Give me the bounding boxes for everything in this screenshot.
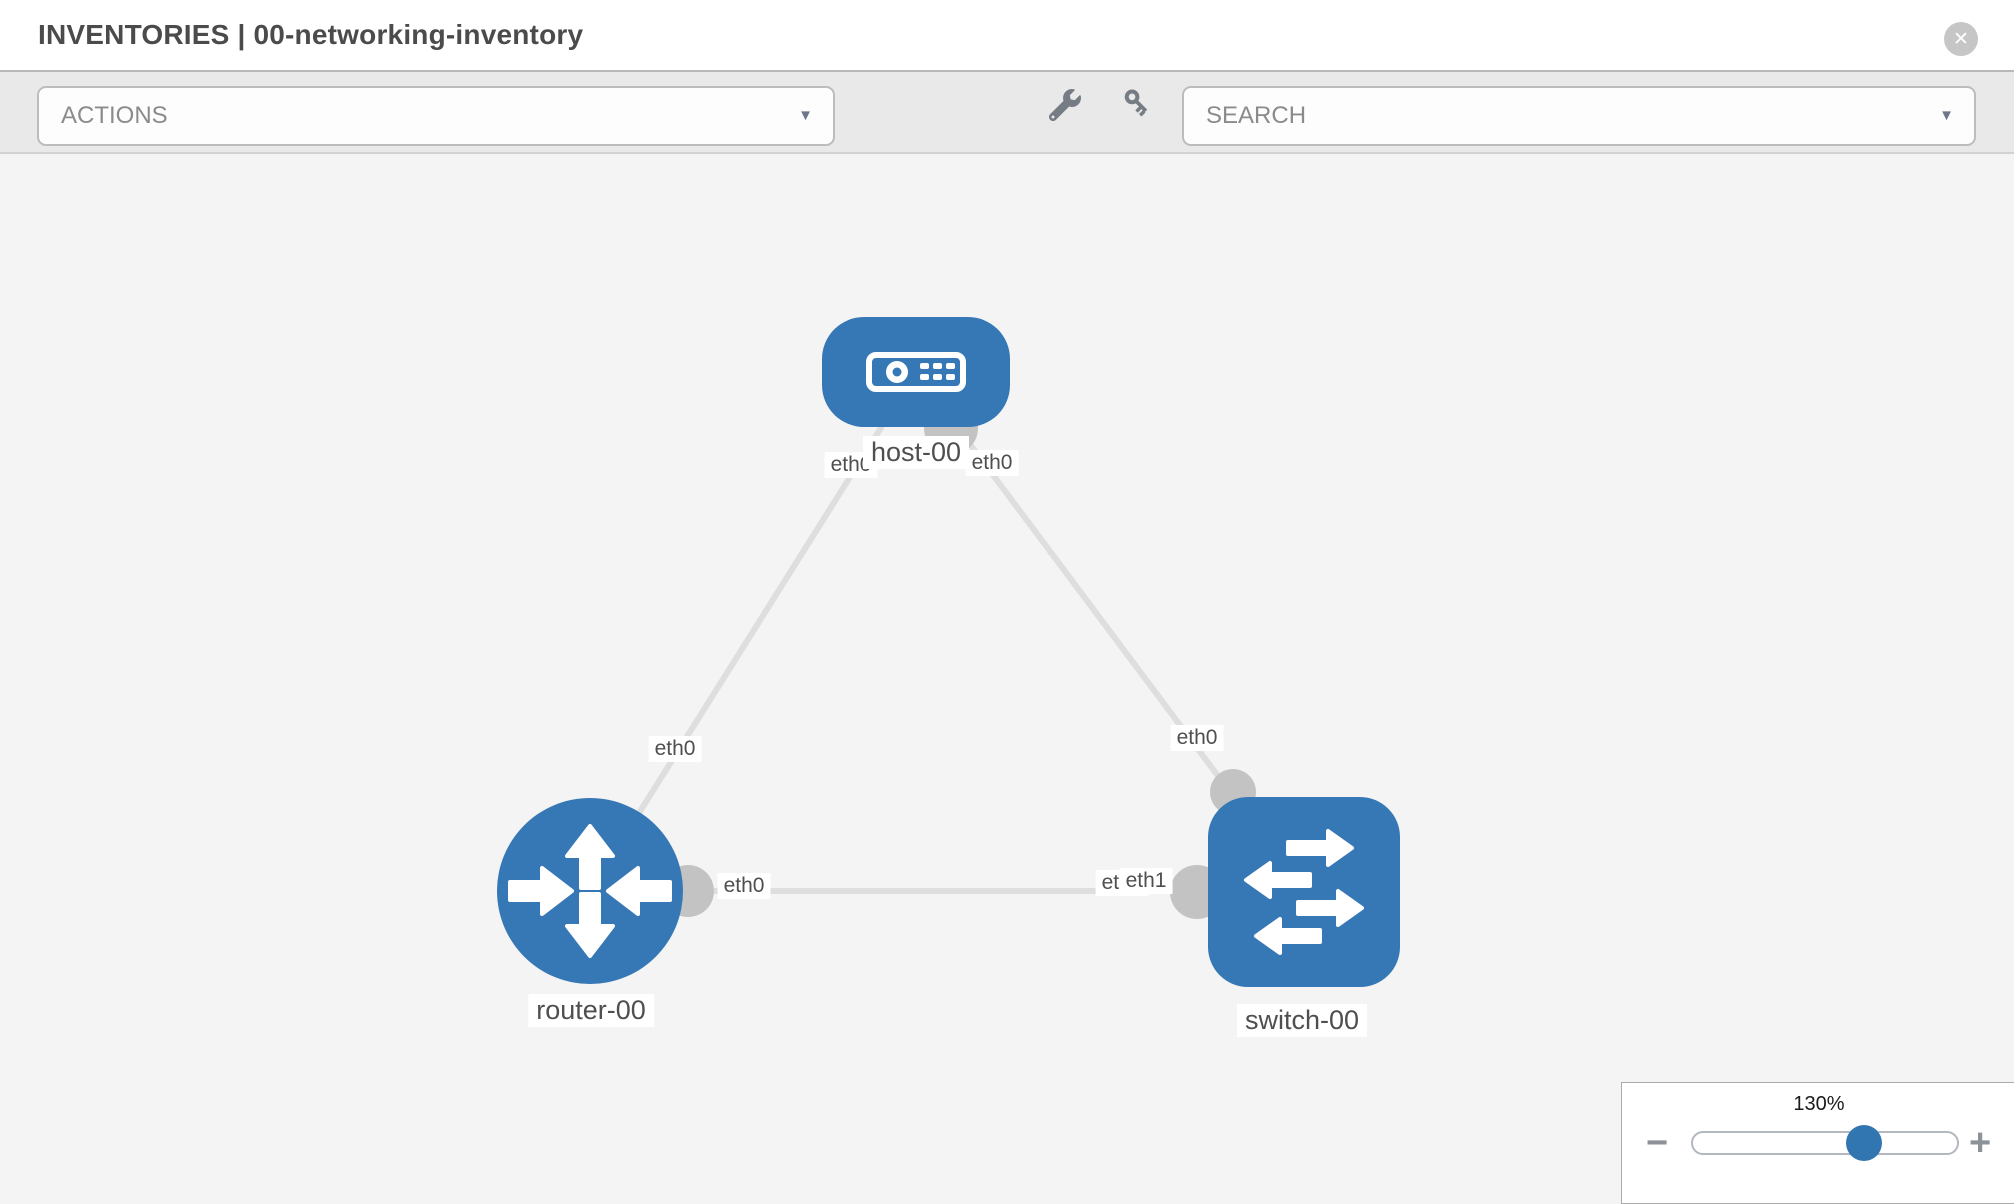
topology-canvas[interactable]: eth0 host-00 eth0 eth0 eth0 eth0 eth0 et… <box>0 152 2014 1200</box>
node-label-router: router-00 <box>528 994 654 1027</box>
zoom-slider[interactable] <box>1691 1131 1959 1155</box>
topology-graph <box>497 317 1400 987</box>
zoom-slider-thumb[interactable] <box>1846 1125 1882 1161</box>
port-label-switch-uplink: eth0 <box>1170 725 1224 751</box>
actions-dropdown-label: ACTIONS <box>61 102 168 129</box>
key-button[interactable] <box>1114 86 1152 124</box>
port-label-host-eth0-right: eth0 <box>965 450 1019 476</box>
chevron-down-icon: ▼ <box>1939 107 1954 124</box>
panel-header: INVENTORIES | 00-networking-inventory ✕ <box>0 0 2014 72</box>
zoom-out-button[interactable]: − <box>1646 1122 1669 1164</box>
node-switch[interactable] <box>1208 797 1400 987</box>
actions-dropdown[interactable]: ACTIONS ▼ <box>37 86 835 146</box>
port-label-switch-trunk-eth1: eth1 <box>1119 868 1173 894</box>
toolbar: ACTIONS ▼ SEARCH ▼ <box>0 72 2014 154</box>
zoom-control-panel: 130% − + <box>1621 1082 2014 1204</box>
zoom-level: 130% <box>1793 1093 1845 1115</box>
search-dropdown-label: SEARCH <box>1206 102 1307 129</box>
search-dropdown[interactable]: SEARCH ▼ <box>1182 86 1976 146</box>
wrench-icon <box>1049 89 1081 121</box>
switch-icon <box>1244 829 1364 955</box>
close-icon: ✕ <box>1953 28 1969 50</box>
node-label-switch: switch-00 <box>1236 1004 1368 1037</box>
node-label-host: host-00 <box>862 436 970 469</box>
chevron-down-icon: ▼ <box>798 107 813 124</box>
port-label-router-uplink: eth0 <box>648 736 702 762</box>
zoom-in-button[interactable]: + <box>1969 1122 1992 1164</box>
port-label-router-trunk: eth0 <box>717 873 771 899</box>
router-icon <box>508 824 672 958</box>
node-host[interactable] <box>822 317 1010 427</box>
port-label-host-eth0-left: eth0 <box>824 452 878 478</box>
host-icon <box>866 352 966 392</box>
page-title: INVENTORIES | 00-networking-inventory <box>38 19 584 50</box>
configure-button[interactable] <box>1046 86 1084 124</box>
key-icon <box>1124 89 1148 117</box>
close-button[interactable]: ✕ <box>1944 22 1978 56</box>
node-router[interactable] <box>497 798 683 984</box>
